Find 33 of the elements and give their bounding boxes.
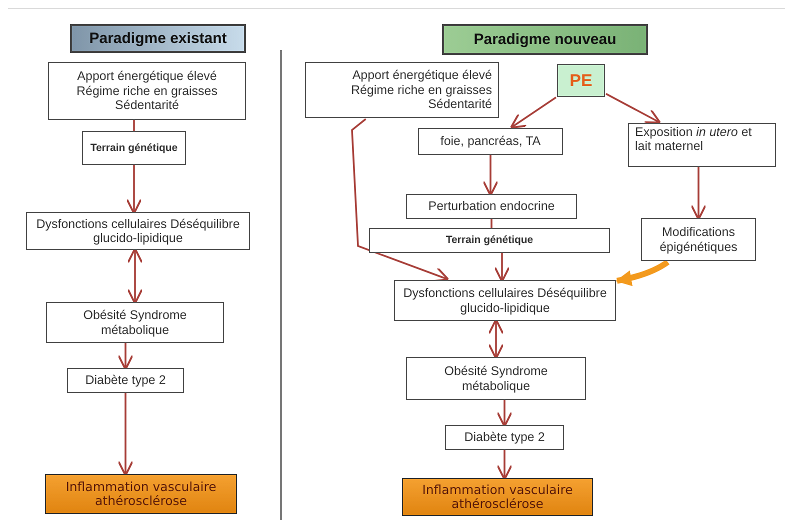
arrow	[118, 343, 134, 370]
arrow	[351, 118, 450, 282]
outcome-box: Inflammation vasculaire athérosclérose	[402, 478, 593, 516]
arrow	[690, 167, 706, 220]
process-box: Modifications épigénétiques	[641, 218, 756, 261]
arrow	[118, 393, 134, 476]
process-box: Apport énergétique élevé Régime riche en graisses Sédentarité	[48, 62, 246, 120]
factor-box: Terrain génétique	[82, 131, 186, 165]
process-box: Dysfonctions cellulaires Déséquilibre glucido-lipidique	[394, 280, 616, 321]
process-box: Perturbation endocrine	[406, 194, 577, 219]
arrow	[126, 165, 142, 214]
process-box: Obésité Syndrome métabolique	[406, 357, 586, 400]
heading-box: Paradigme nouveau	[442, 24, 648, 55]
process-box: Dysfonctions cellulaires Déséquilibre glucido-lipidique	[26, 212, 250, 250]
outcome-box: Inflammation vasculaire athérosclérose	[45, 474, 237, 514]
arrow	[615, 260, 670, 286]
arrow	[496, 400, 512, 428]
process-box: Apport énergétique élevé Régime riche en graisses Sédentarité	[305, 62, 499, 118]
process-box: Diabète type 2	[445, 425, 564, 450]
process-box: Diabète type 2	[67, 368, 184, 393]
process-box: Exposition in utero et lait maternel	[628, 123, 776, 167]
heading-box: Paradigme existant	[70, 24, 246, 53]
arrow	[496, 450, 512, 480]
arrow	[606, 93, 662, 124]
source-box: PE	[557, 64, 605, 97]
arrow	[127, 248, 143, 304]
arrow	[482, 155, 498, 196]
arrow	[494, 253, 510, 282]
factor-box: Terrain génétique	[369, 228, 610, 253]
process-box: foie, pancréas, TA	[418, 128, 563, 155]
arrow	[510, 96, 556, 129]
arrow	[488, 318, 504, 360]
process-box: Obésité Syndrome métabolique	[46, 302, 224, 343]
